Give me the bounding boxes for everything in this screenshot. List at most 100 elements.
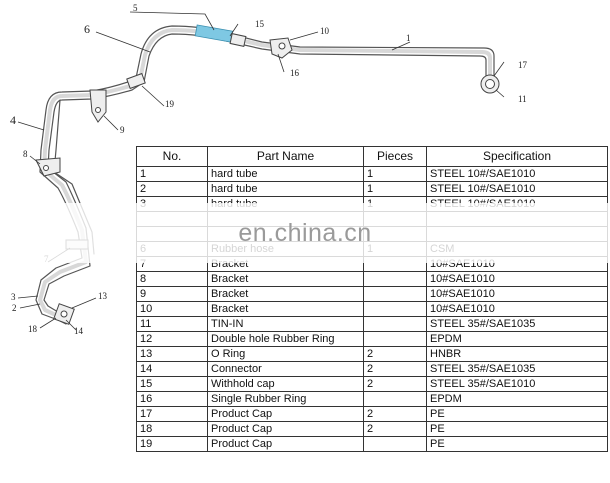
cell-part-name: Withhold cap [207,376,364,392]
cell-pieces [363,391,427,407]
cell-specification: 10#SAE1010 [426,286,608,302]
cell-specification: PE [426,421,608,437]
bracket-8 [35,157,61,177]
connector-ferrule [229,33,247,47]
bracket-10 [269,37,293,59]
callout-16: 16 [290,68,300,78]
cell-part-name: O Ring [207,346,364,362]
callout-15: 15 [255,19,265,29]
callout-17: 17 [518,60,528,70]
cell-part-name: Product Cap [207,436,364,452]
cell-part-name: Double hole Rubber Ring [207,331,364,347]
cell-no: 9 [136,286,208,302]
callout-14: 14 [74,326,84,336]
cell-specification: EPDM [426,391,608,407]
withhold-cap-tape [194,24,234,43]
cell-part-name: Bracket [207,271,364,287]
cell-pieces: 1 [363,166,427,182]
cell-no: 12 [136,331,208,347]
cell-specification: STEEL 35#/SAE1035 [426,316,608,332]
cell-no: 17 [136,406,208,422]
cell-specification: 10#SAE1010 [426,271,608,287]
cell-pieces: 2 [363,361,427,377]
cell-pieces: 2 [363,346,427,362]
cell-specification: STEEL 35#/SAE1035 [426,361,608,377]
cell-pieces: 2 [363,406,427,422]
callout-9: 9 [120,125,125,135]
callout-2: 2 [12,303,17,313]
cell-no: 14 [136,361,208,377]
cell-part-name: Single Rubber Ring [207,391,364,407]
cell-specification: PE [426,436,608,452]
cell-no: 11 [136,316,208,332]
cell-no: 19 [136,436,208,452]
cell-part-name: Product Cap [207,406,364,422]
tin-in-fitting [480,74,500,94]
header-part-name: Part Name [207,146,364,167]
cell-part-name: hard tube [207,181,364,197]
cell-no: 1 [136,166,208,182]
connector-13-14 [53,303,75,325]
callout-labels: 1 2 3 4 5 6 7 8 9 10 11 13 14 15 16 17 1… [10,3,528,336]
cell-specification: STEEL 10#/SAE1010 [426,181,608,197]
cell-no: 13 [136,346,208,362]
cell-no: 8 [136,271,208,287]
cell-no: 16 [136,391,208,407]
callout-11: 11 [518,94,527,104]
header-no: No. [136,146,208,167]
cell-pieces [363,301,427,317]
callout-8: 8 [23,149,28,159]
cell-specification: EPDM [426,331,608,347]
tube-assembly [35,25,495,325]
callout-18: 18 [28,324,38,334]
callout-leaders [17,11,505,331]
callout-19: 19 [165,99,175,109]
cell-part-name: TIN-IN [207,316,364,332]
cell-pieces [363,316,427,332]
bracket-9 [89,89,107,123]
cell-no: 15 [136,376,208,392]
cell-no: 2 [136,181,208,197]
header-specification: Specification [426,146,608,167]
cell-no: 18 [136,421,208,437]
cell-part-name: hard tube [207,166,364,182]
cell-specification: PE [426,406,608,422]
cell-part-name: Product Cap [207,421,364,437]
cell-part-name: Connector [207,361,364,377]
watermark: en.china.cn [0,203,610,263]
cell-pieces [363,286,427,302]
cell-pieces: 2 [363,376,427,392]
callout-1: 1 [406,33,411,43]
cell-pieces: 1 [363,181,427,197]
cell-specification: 10#SAE1010 [426,301,608,317]
callout-6: 6 [84,22,90,36]
cell-pieces [363,331,427,347]
cell-part-name: Bracket [207,286,364,302]
callout-13: 13 [98,291,108,301]
callout-5: 5 [133,3,138,13]
table-header-row: No. Part Name Pieces Specification [136,146,608,167]
callout-10: 10 [320,26,330,36]
cell-no: 10 [136,301,208,317]
cell-pieces [363,436,427,452]
cell-part-name: Bracket [207,301,364,317]
cell-pieces [363,271,427,287]
cell-pieces: 2 [363,421,427,437]
header-pieces: Pieces [363,146,427,167]
cell-specification: HNBR [426,346,608,362]
